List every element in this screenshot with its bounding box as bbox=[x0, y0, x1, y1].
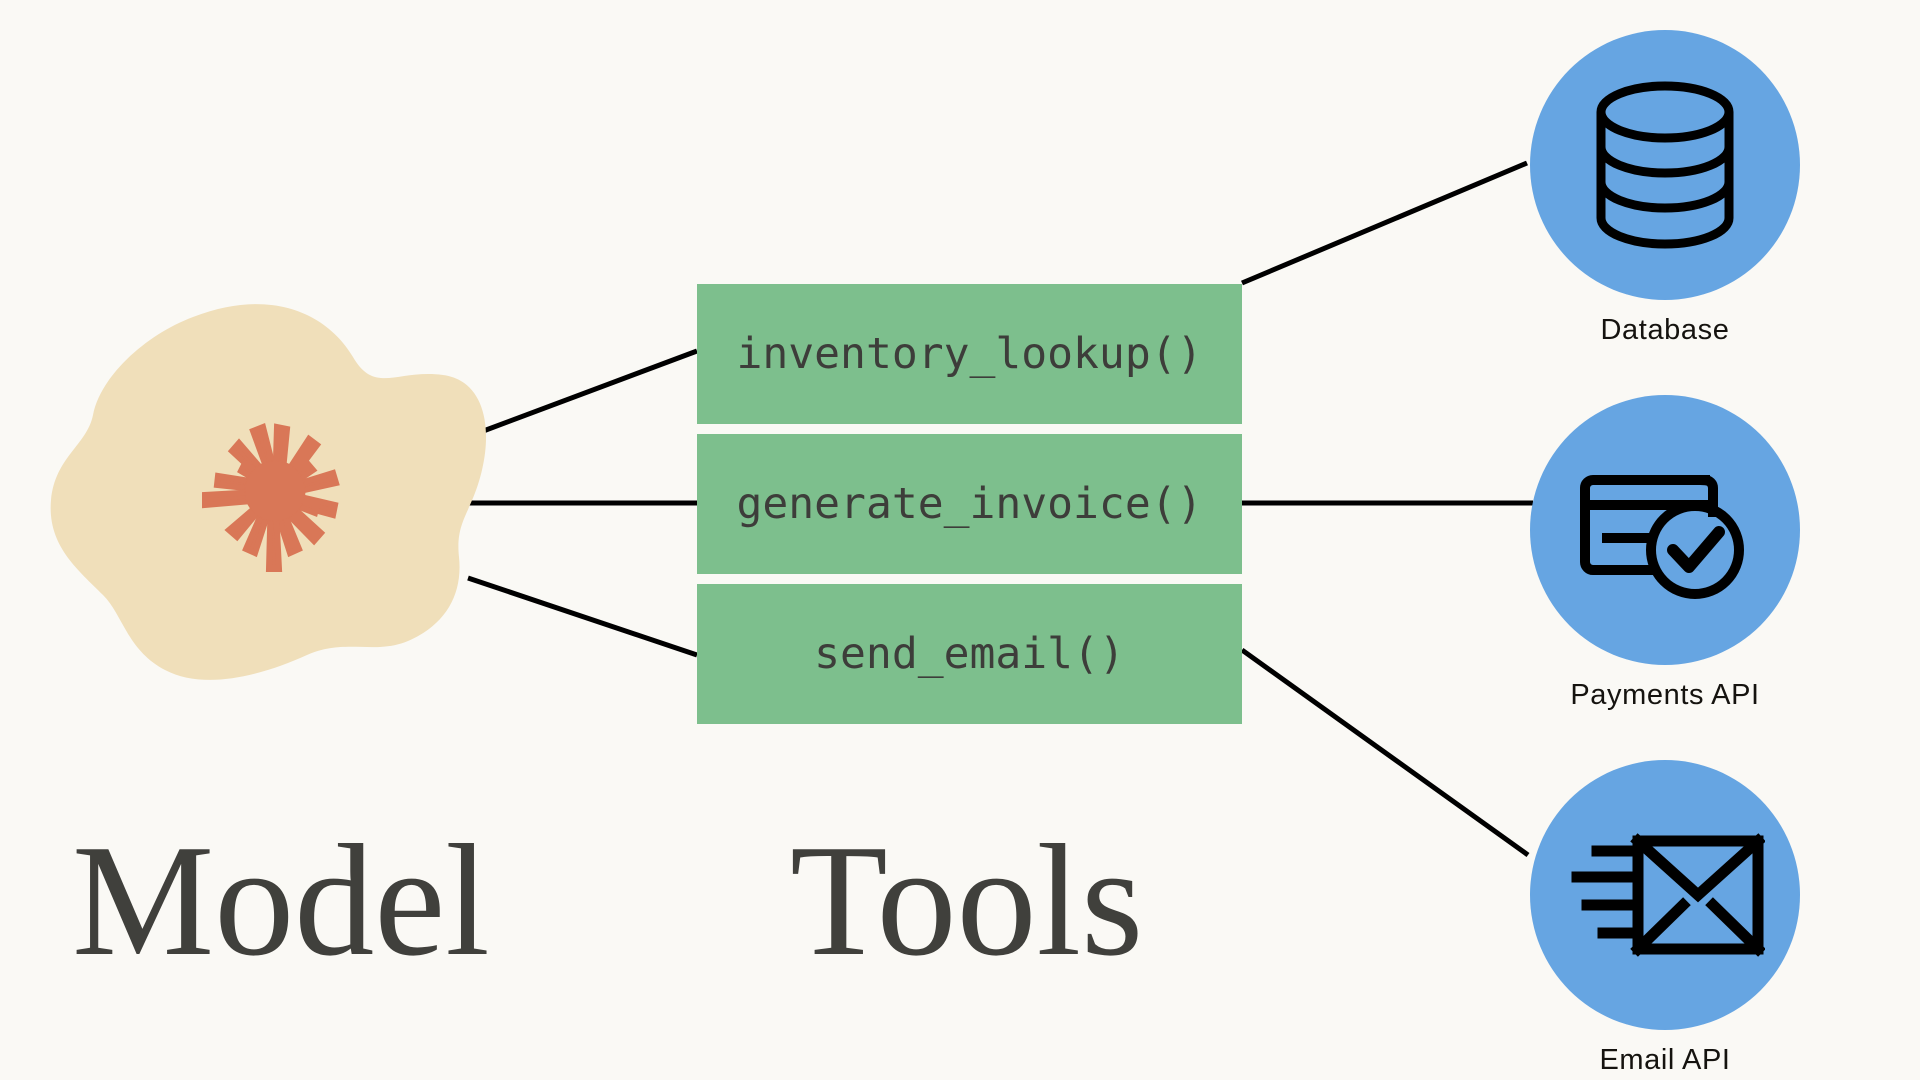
tool-box-inventory-lookup[interactable]: inventory_lookup() bbox=[697, 284, 1242, 424]
endpoint-database[interactable]: Database bbox=[1530, 30, 1800, 347]
endpoint-label: Payments API bbox=[1570, 679, 1760, 711]
section-caption-model: Model bbox=[72, 811, 490, 989]
section-caption-tools: Tools bbox=[790, 811, 1144, 989]
tool-box-send-email[interactable]: send_email() bbox=[697, 584, 1242, 724]
connector-send-email-to-email-api bbox=[1240, 647, 1530, 858]
endpoint-email-api[interactable]: Email API bbox=[1530, 760, 1800, 1077]
endpoint-label: Database bbox=[1600, 314, 1730, 346]
envelope-speed-icon bbox=[1571, 832, 1765, 957]
endpoint-label: Email API bbox=[1599, 1044, 1731, 1076]
credit-card-check-icon bbox=[1580, 474, 1744, 599]
endpoint-payments-api[interactable]: Payments API bbox=[1530, 395, 1800, 712]
endpoint-circle bbox=[1530, 30, 1800, 300]
connector-model-to-send-email bbox=[467, 575, 698, 658]
database-cylinder-icon bbox=[1596, 81, 1734, 249]
model-blob bbox=[45, 295, 490, 690]
tool-box-generate-invoice[interactable]: generate_invoice() bbox=[697, 434, 1242, 574]
tool-box-label: send_email() bbox=[814, 629, 1125, 679]
starburst-icon bbox=[202, 422, 340, 572]
endpoint-circle bbox=[1530, 395, 1800, 665]
tool-box-label: inventory_lookup() bbox=[736, 329, 1203, 379]
connector-model-to-inventory-lookup bbox=[477, 348, 698, 436]
endpoint-circle bbox=[1530, 760, 1800, 1030]
connector-inventory-lookup-to-database bbox=[1241, 160, 1528, 286]
tool-box-label: generate_invoice() bbox=[736, 479, 1203, 529]
